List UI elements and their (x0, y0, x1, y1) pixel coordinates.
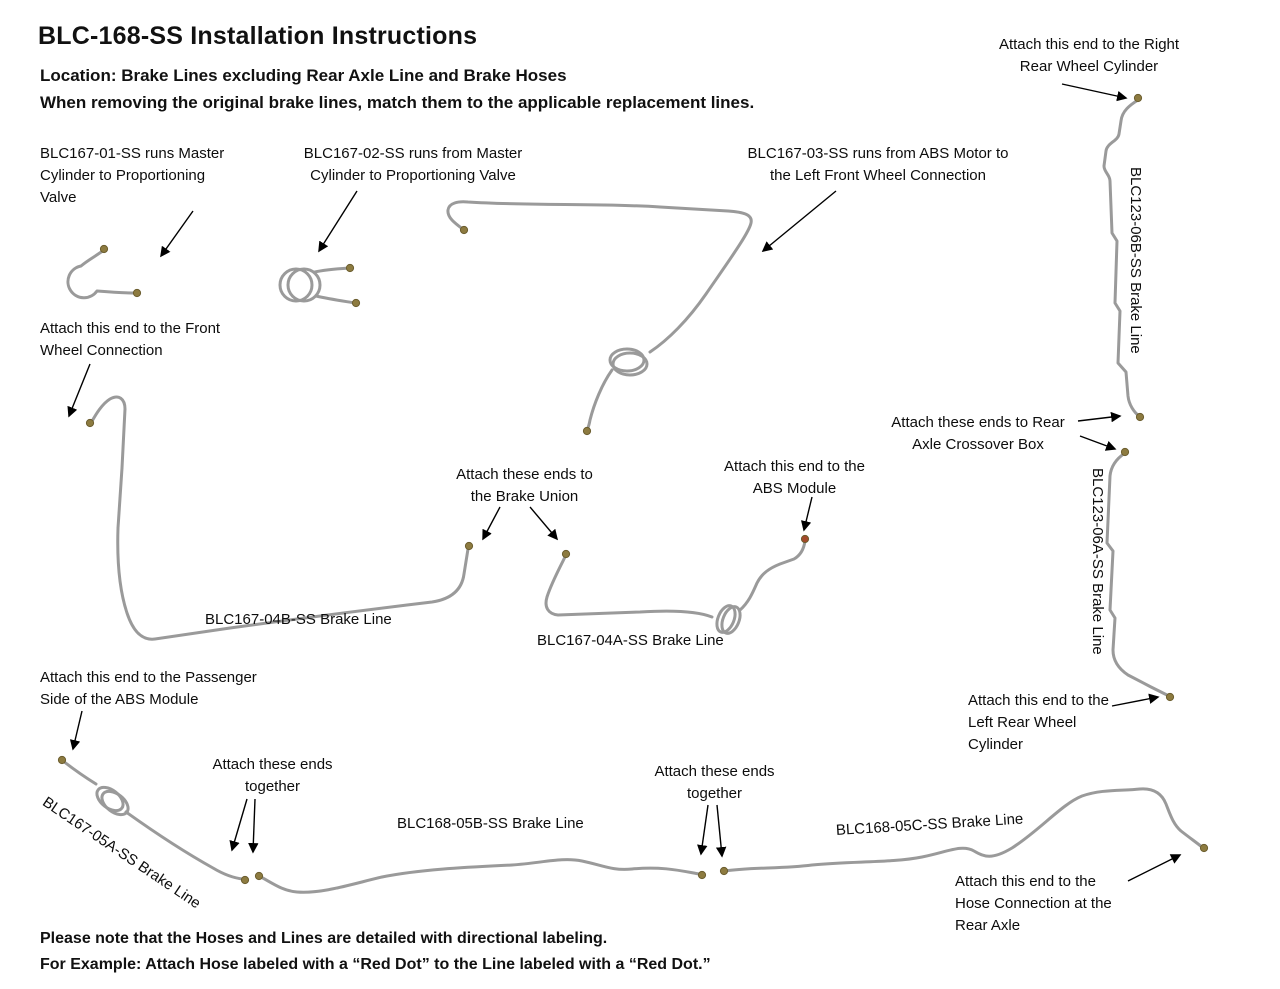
arrow-right-rear (1061, 83, 1128, 102)
blc167-03-line (585, 368, 614, 432)
fitting (582, 426, 592, 436)
fitting (254, 871, 264, 881)
label-rear-axle-crossover: Attach these ends to Rear Axle Crossover… (891, 414, 1065, 453)
fitting (719, 866, 729, 876)
blc167-03-coil (608, 347, 646, 373)
fitting (132, 288, 142, 298)
fitting (85, 418, 95, 428)
blc167-03-coil (611, 351, 649, 377)
label-blc167-02: BLC167-02-SS runs from Master Cylinder t… (303, 145, 523, 184)
label-attach-together-2: Attach these ends together (654, 763, 775, 802)
arrow-crossover-upper (1077, 411, 1122, 423)
arrow-front-wheel (67, 363, 91, 418)
fitting (697, 870, 707, 880)
fitting (459, 225, 469, 235)
blc167-04a-line (544, 553, 714, 619)
blc167-03-line (446, 200, 753, 354)
label-front-wheel: Attach this end to the Front Wheel Conne… (40, 320, 221, 359)
fitting-red-dot (800, 534, 810, 544)
fitting (240, 875, 250, 885)
location-subtitle: Location: Brake Lines excluding Rear Axl… (40, 66, 567, 85)
arrow-hose-connection (1127, 854, 1182, 882)
arrow-blc167-01 (160, 210, 194, 258)
fitting (561, 549, 571, 559)
blc167-05a-line (61, 759, 98, 786)
fitting (1120, 447, 1130, 457)
arrow-left-rear (1111, 693, 1160, 707)
blc167-02-coil (278, 267, 314, 303)
label-hose-connection: Attach this end to the Hose Connection a… (955, 873, 1112, 934)
arrow-brake-union-left (482, 506, 501, 541)
label-blc167-04b: BLC167-04B-SS Brake Line (205, 611, 392, 628)
arrow-together1-right (248, 798, 259, 854)
fitting (351, 298, 361, 308)
fitting (1133, 93, 1143, 103)
fitting (464, 541, 474, 551)
label-left-rear-wheel: Attach this end to the Left Rear Wheel C… (968, 692, 1109, 753)
blc167-04b-line (89, 395, 470, 641)
blc167-02-line (313, 266, 351, 274)
blc167-01-line (66, 248, 138, 300)
blc123-06a-line (1105, 451, 1171, 698)
label-blc123-06b: BLC123-06B-SS Brake Line (1127, 167, 1144, 354)
blc123-06b-line (1102, 98, 1141, 418)
blc167-02-line (314, 294, 357, 305)
arrow-abs-module (801, 496, 813, 532)
label-blc168-05b: BLC168-05B-SS Brake Line (397, 815, 584, 832)
arrow-together1-left (229, 798, 248, 852)
arrow-crossover-lower (1079, 435, 1117, 451)
arrow-blc167-02 (318, 190, 358, 253)
label-right-rear-wheel: Attach this end to the Right Rear Wheel … (998, 36, 1180, 75)
label-brake-union: Attach these ends to the Brake Union (456, 466, 593, 505)
fitting (345, 263, 355, 273)
fitting (1165, 692, 1175, 702)
instruction-subtitle: When removing the original brake lines, … (40, 93, 755, 112)
footer-note-1: Please note that the Hoses and Lines are… (40, 930, 608, 947)
arrow-together2-right (715, 804, 727, 858)
page-title: BLC-168-SS Installation Instructions (38, 22, 478, 50)
footer-note-2: For Example: Attach Hose labeled with a … (40, 956, 711, 973)
arrow-together2-left (697, 804, 709, 856)
arrow-blc167-03 (761, 190, 837, 253)
fitting (1135, 412, 1145, 422)
label-attach-together-1: Attach these ends together (212, 756, 333, 795)
label-blc167-03: BLC167-03-SS runs from ABS Motor to the … (747, 145, 1009, 184)
label-passenger-abs: Attach this end to the Passenger Side of… (40, 669, 257, 708)
label-abs-module: Attach this end to the ABS Module (724, 458, 865, 497)
label-blc167-04a: BLC167-04A-SS Brake Line (537, 632, 724, 649)
blc168-05c-line (723, 787, 1204, 873)
blc168-05b-line (257, 858, 701, 894)
label-blc123-06a: BLC123-06A-SS Brake Line (1089, 468, 1106, 655)
arrow-passenger-abs (69, 710, 83, 751)
label-blc167-01: BLC167-01-SS runs Master Cylinder to Pro… (40, 145, 225, 206)
arrow-brake-union-right (529, 506, 559, 541)
fitting (57, 755, 67, 765)
blc167-02-coil (286, 267, 322, 303)
fitting (1199, 843, 1209, 853)
blc167-04a-line (738, 539, 807, 612)
blc167-05a-line (124, 810, 245, 881)
fitting (99, 244, 109, 254)
blc167-04a-coil (720, 605, 742, 635)
